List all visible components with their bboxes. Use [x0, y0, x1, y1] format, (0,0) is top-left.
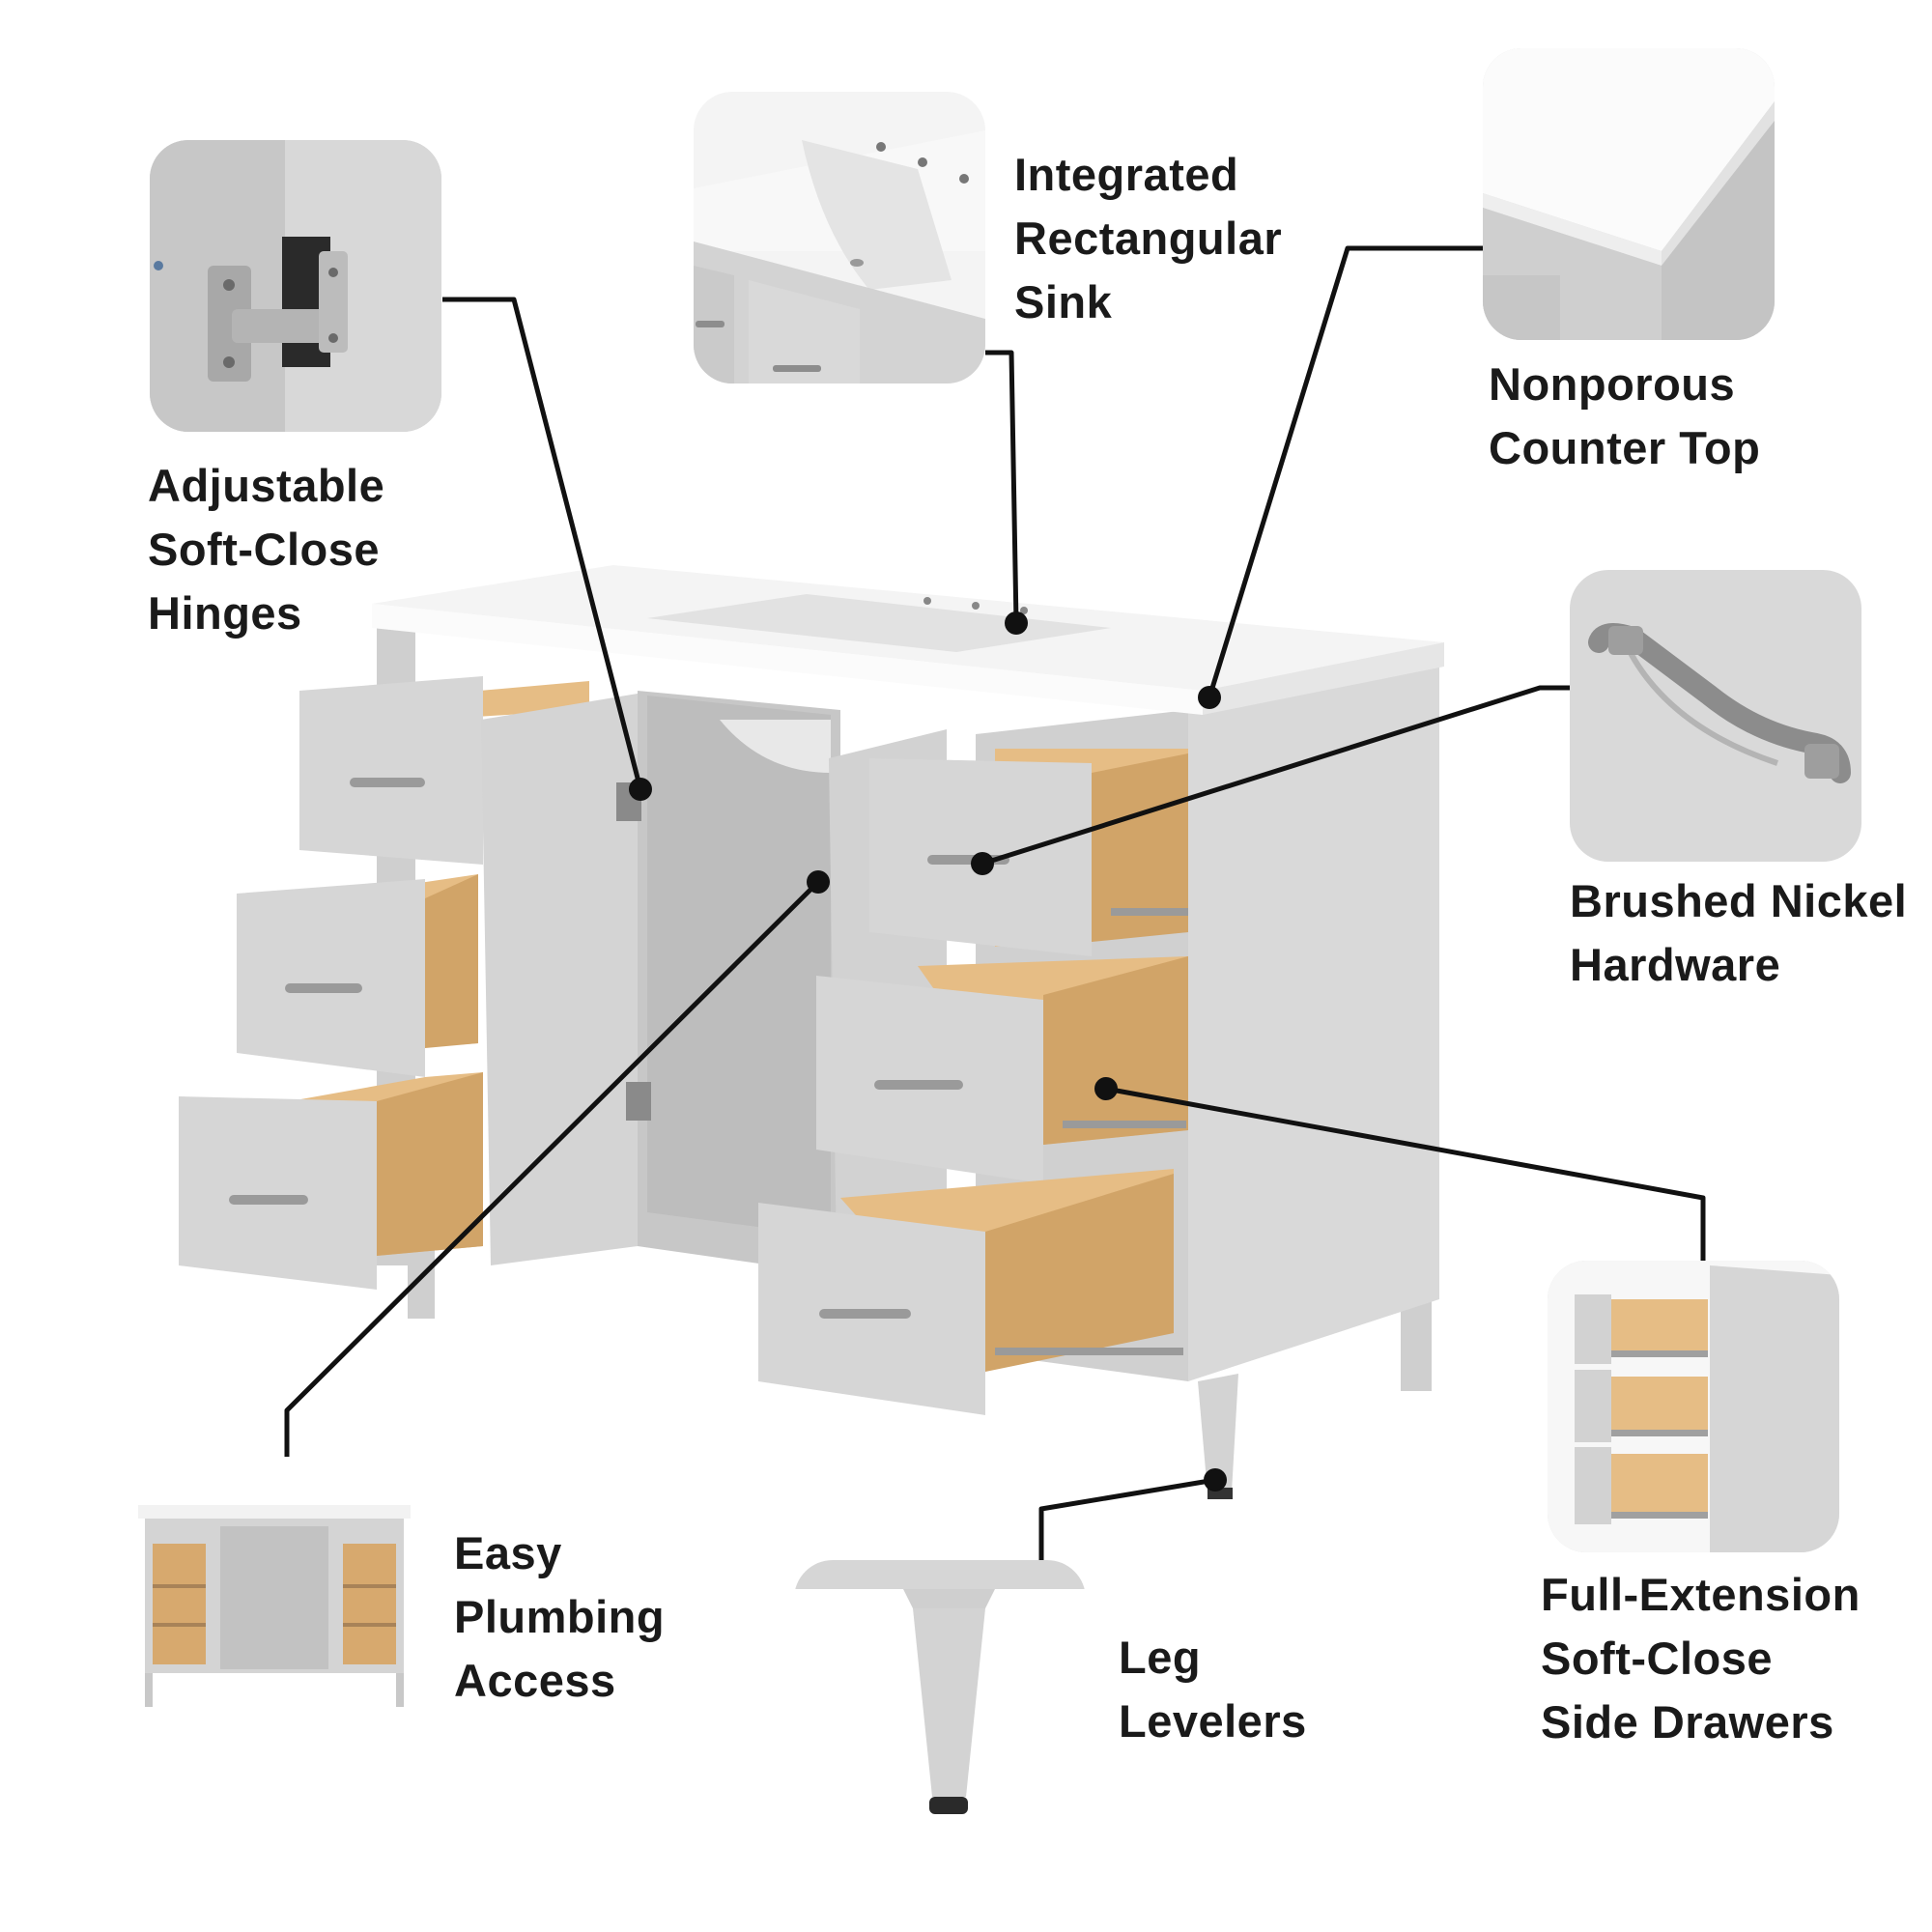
- vanity-front-thumbnail: [128, 1457, 420, 1748]
- label-plumbing-line: Easy: [454, 1527, 562, 1578]
- label-plumbing-line: Plumbing: [454, 1591, 666, 1642]
- countertop-front-edge: [372, 604, 1203, 715]
- countertop-callout-dot: [1198, 686, 1221, 709]
- leveler-callout-line: [1038, 1477, 1216, 1560]
- label-hinges-line: Adjustable: [148, 460, 385, 511]
- label-plumbing-line: Access: [454, 1655, 616, 1706]
- label-levelers-line: Levelers: [1119, 1695, 1307, 1747]
- sink-thumbnail: [694, 92, 985, 384]
- label-sink-line: Sink: [1014, 276, 1113, 327]
- hardware-callout-dot: [971, 852, 994, 875]
- back-right-leg: [1401, 1294, 1432, 1391]
- right-top-drawer: [869, 749, 1188, 956]
- faucet-hole: [972, 602, 980, 610]
- label-drawers-line: Full-Extension: [1541, 1569, 1861, 1620]
- faucet-hole: [1020, 607, 1028, 614]
- front-right-leg: [1198, 1374, 1238, 1492]
- cabinet-right-side: [1188, 667, 1439, 1381]
- countertop-side-edge: [1203, 642, 1444, 715]
- label-sink-line: Integrated: [1014, 149, 1239, 200]
- leveler-callout-dot: [1204, 1468, 1227, 1492]
- countertop-callout-line: [1207, 245, 1483, 698]
- drawers-thumbnail: [1548, 1261, 1839, 1552]
- label-hinges-line: Hinges: [148, 587, 302, 639]
- sink-callout-dot: [1005, 611, 1028, 635]
- left-open-door: [481, 694, 638, 1265]
- drawers-callout-dot: [1094, 1077, 1118, 1100]
- label-hinges: Adjustable Soft-Close Hinges: [148, 454, 384, 645]
- left-middle-drawer: [237, 874, 478, 1077]
- cabinet-interior-back: [647, 696, 831, 1236]
- right-bottom-drawer: [758, 1169, 1183, 1415]
- label-countertop: Nonporous Counter Top: [1489, 353, 1760, 480]
- label-countertop-line: Nonporous: [1489, 358, 1736, 410]
- handle-thumbnail: [1570, 570, 1861, 862]
- label-drawers-line: Side Drawers: [1541, 1696, 1834, 1747]
- hinge-callout-line: [442, 297, 643, 790]
- label-hardware: Brushed Nickel Hardware: [1570, 869, 1907, 997]
- sink-bowl-underside: [720, 720, 831, 773]
- label-levelers: Leg Levelers: [1119, 1626, 1307, 1753]
- sink-callout-line: [985, 350, 1019, 624]
- countertop-thumbnail: [1483, 48, 1775, 340]
- left-bottom-drawer: [179, 1072, 483, 1290]
- sink-basin: [647, 594, 1111, 652]
- label-sink-line: Rectangular: [1014, 213, 1283, 264]
- label-levelers-line: Leg: [1119, 1632, 1202, 1683]
- plumbing-callout-dot: [807, 870, 830, 894]
- label-drawers-line: Soft-Close: [1541, 1633, 1773, 1684]
- drawers-callout-line: [1105, 1086, 1706, 1261]
- hardware-callout-line: [981, 685, 1570, 867]
- label-hardware-line: Hardware: [1570, 939, 1781, 990]
- hinge-thumbnail: [150, 140, 441, 432]
- label-hinges-line: Soft-Close: [148, 524, 380, 575]
- label-hardware-line: Brushed Nickel: [1570, 875, 1908, 926]
- vanity-main-illustration: [179, 565, 1444, 1499]
- label-drawers: Full-Extension Soft-Close Side Drawers: [1541, 1563, 1861, 1754]
- hinge-callout-dot: [629, 778, 652, 801]
- label-plumbing: Easy Plumbing Access: [454, 1521, 665, 1713]
- label-sink: Integrated Rectangular Sink: [1014, 143, 1282, 334]
- callout-dots: [629, 611, 1227, 1492]
- plumbing-callout-line: [284, 880, 820, 1457]
- faucet-hole: [923, 597, 931, 605]
- label-countertop-line: Counter Top: [1489, 422, 1761, 473]
- callout-lines: [284, 245, 1706, 1560]
- leg-thumbnail: [794, 1560, 1086, 1852]
- door-hinge-lower: [626, 1082, 651, 1121]
